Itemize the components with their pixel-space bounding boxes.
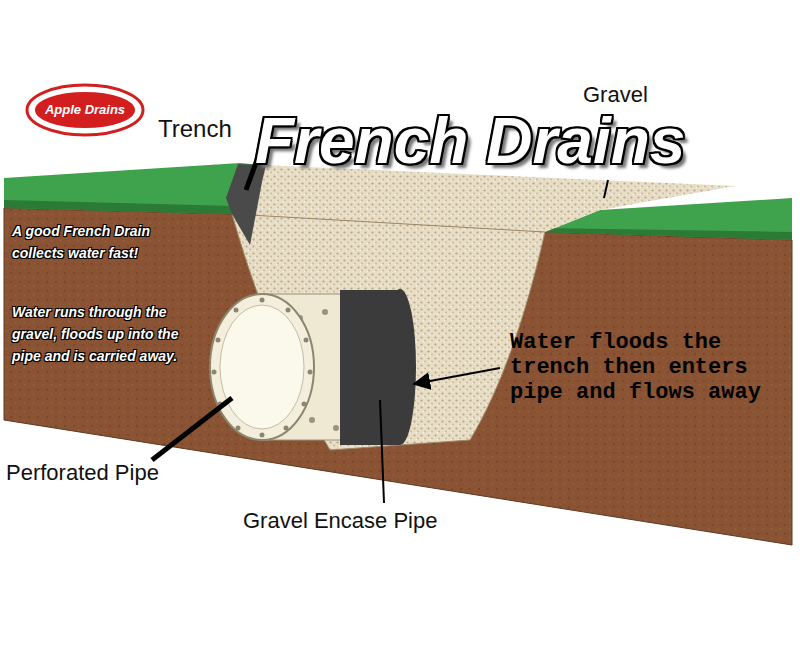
soil-face bbox=[4, 208, 792, 545]
part-label: Trench bbox=[158, 116, 232, 142]
logo-text: Apple Drains bbox=[30, 102, 140, 118]
sock-leader bbox=[380, 400, 384, 503]
perforations bbox=[212, 298, 313, 438]
pipe-leader bbox=[152, 398, 232, 460]
trench-wall bbox=[226, 164, 266, 245]
callout-text: Water floods the trench then enters pipe… bbox=[510, 330, 790, 405]
grass-left bbox=[4, 163, 262, 214]
pipe-hole bbox=[309, 417, 315, 423]
grass-edge bbox=[4, 200, 234, 214]
note-text: Water runs through the gravel, floods up… bbox=[12, 301, 200, 367]
part-label: Gravel Encase Pipe bbox=[243, 508, 437, 534]
pipe-hole bbox=[322, 309, 328, 315]
pipe-end bbox=[210, 294, 314, 440]
note-text: A good French Drain collects water fast! bbox=[12, 220, 202, 264]
pipe-hole bbox=[333, 425, 339, 431]
part-label: Gravel bbox=[583, 82, 648, 108]
pipe-sock-end bbox=[384, 289, 416, 445]
gravel-leader bbox=[604, 180, 608, 198]
diagram-title: French Drains bbox=[255, 106, 685, 176]
part-label: Perforated Pipe bbox=[6, 460, 159, 486]
pipe-bore bbox=[220, 305, 304, 429]
water-arrow bbox=[414, 368, 500, 384]
grass-edge bbox=[545, 228, 792, 240]
logo-ring bbox=[27, 85, 143, 135]
